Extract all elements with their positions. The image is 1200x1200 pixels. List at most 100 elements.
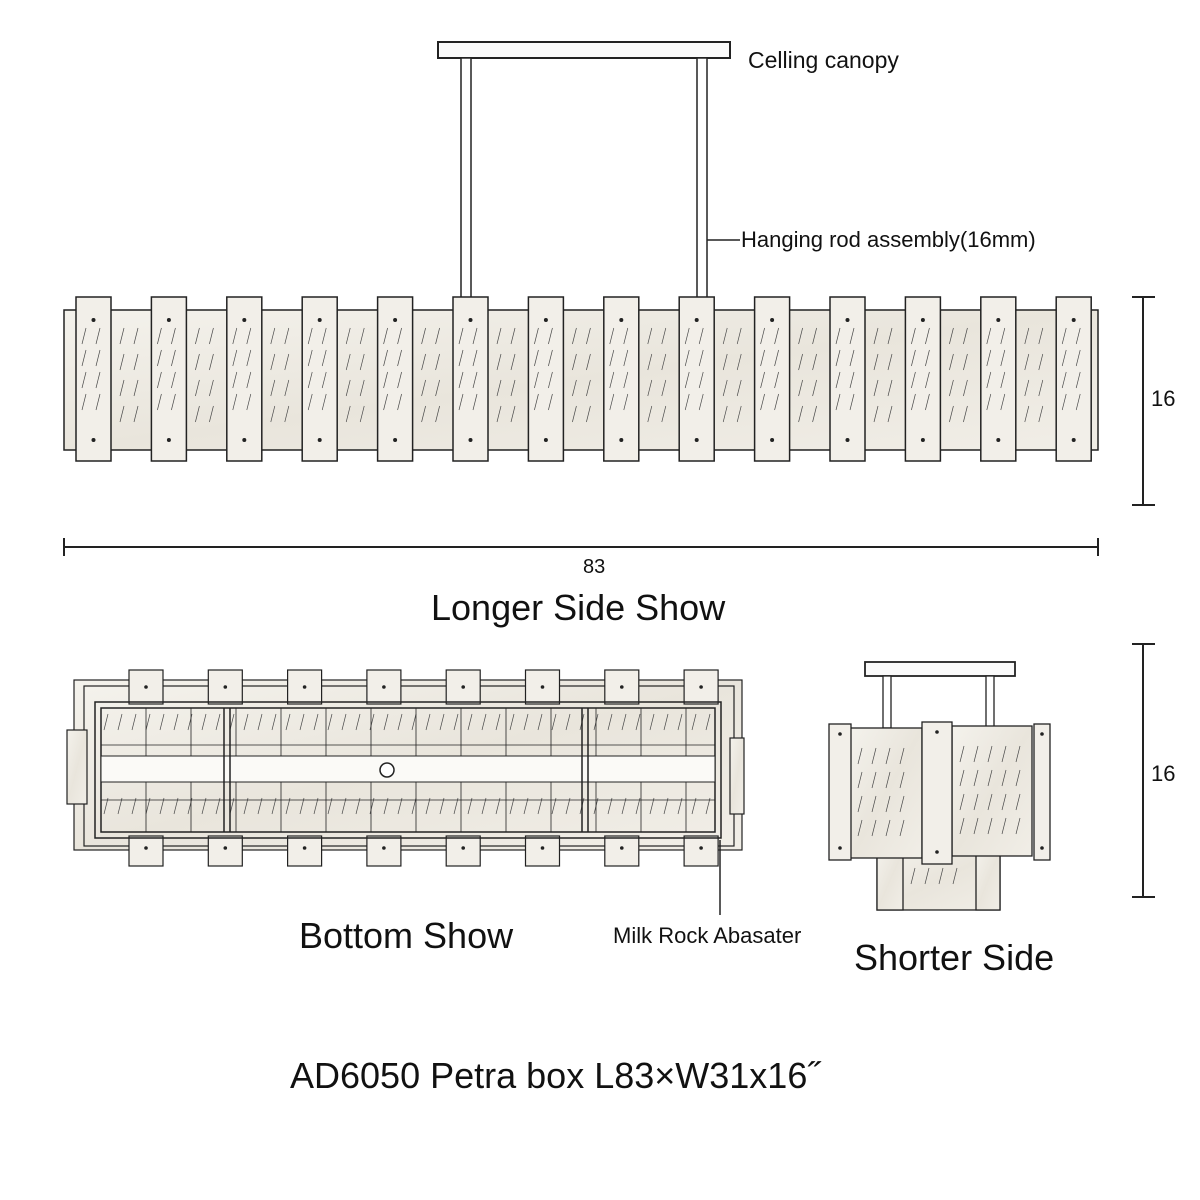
stone-vein [565, 713, 571, 731]
stone-vein [1024, 327, 1030, 345]
stone-slat-short [921, 721, 953, 865]
stone-vein [911, 371, 916, 389]
stone-vein [857, 795, 863, 813]
stone-vein [119, 405, 125, 423]
length-dimension [63, 538, 1099, 556]
stone-vein [81, 349, 87, 367]
stone-vein [232, 371, 238, 389]
ceiling-canopy-short [864, 661, 1016, 677]
stone-vein [873, 379, 879, 397]
stone-vein [835, 371, 841, 389]
stone-vein [911, 349, 916, 367]
stone-vein [1038, 327, 1044, 345]
stone-vein [871, 771, 877, 789]
stone-vein [103, 713, 109, 731]
stone-vein [341, 713, 347, 731]
stone-vein [684, 327, 690, 345]
stone-vein [246, 393, 252, 411]
stone-vein [271, 797, 277, 815]
stone-vein [1061, 327, 1067, 345]
stone-slat-top [683, 669, 719, 705]
stone-vein [1061, 349, 1067, 367]
stone-vein [321, 327, 327, 345]
stone-vein [987, 769, 993, 787]
stone-vein [873, 353, 879, 371]
stone-vein [885, 795, 891, 813]
stone-vein [534, 327, 539, 345]
stone-vein [722, 405, 728, 423]
longer-side-view [63, 41, 1155, 556]
stone-slat [904, 296, 968, 462]
stone-vein [131, 797, 137, 815]
stone-vein [691, 797, 697, 815]
stone-vein [103, 797, 109, 815]
stone-slat-top [128, 669, 164, 705]
stone-vein [133, 405, 139, 423]
stone-vein [133, 379, 139, 397]
stone-vein [472, 327, 478, 345]
stone-vein [534, 393, 539, 411]
stone-vein [691, 713, 697, 731]
stone-vein [299, 797, 305, 815]
stone-vein [949, 405, 954, 423]
stone-vein [959, 769, 965, 787]
center-hanger-point [379, 762, 395, 778]
stone-vein [609, 327, 615, 345]
stone-vein [986, 371, 992, 389]
stone-vein [510, 379, 516, 397]
stone-slat [980, 296, 1044, 462]
stone-vein [548, 349, 553, 367]
stone-vein [586, 405, 591, 423]
stone-slat-bottom [604, 835, 640, 867]
stone-vein [1015, 793, 1021, 811]
stone-vein [959, 745, 965, 763]
stone-vein [171, 327, 176, 345]
label-height-long: 16 [1151, 386, 1176, 411]
stone-vein [145, 797, 151, 815]
stone-vein [425, 797, 431, 815]
stone-vein [246, 371, 252, 389]
stone-panel-left [849, 727, 923, 859]
stone-vein [949, 379, 954, 397]
stone-vein [812, 405, 817, 423]
stone-vein [495, 713, 501, 731]
stone-vein [899, 747, 905, 765]
stone-vein [548, 327, 553, 345]
stone-vein [435, 353, 440, 371]
stone-vein [345, 379, 351, 397]
stone-body-long [63, 309, 1099, 451]
stone-vein [421, 353, 426, 371]
stone-vein [910, 867, 916, 885]
stone-vein [472, 349, 478, 367]
stone-vein [849, 371, 855, 389]
stone-vein [952, 867, 958, 885]
stone-vein [774, 327, 779, 345]
stone-vein [383, 349, 388, 367]
stone-vein [359, 379, 365, 397]
stone-vein [159, 713, 165, 731]
stone-vein [586, 327, 591, 345]
stone-edge-right [729, 737, 745, 815]
stone-slat-top [604, 669, 640, 705]
stone-vein [397, 371, 402, 389]
stone-vein [987, 817, 993, 835]
stone-vein [987, 793, 993, 811]
stone-slat-short [1033, 723, 1051, 861]
stone-vein [270, 379, 276, 397]
stone-vein [458, 393, 464, 411]
stone-vein [284, 405, 290, 423]
stone-vein [925, 393, 930, 411]
stone-vein [496, 327, 502, 345]
stone-vein [774, 393, 779, 411]
stone-vein [201, 797, 207, 815]
stone-vein [798, 405, 803, 423]
stone-slat-bottom [366, 835, 402, 867]
stone-vein [1015, 745, 1021, 763]
stone-vein [1001, 793, 1007, 811]
stone-vein [81, 393, 87, 411]
stone-slat [829, 296, 893, 462]
stone-vein [647, 353, 653, 371]
stone-vein [873, 327, 879, 345]
stone-vein [887, 405, 893, 423]
stone-slat [452, 296, 516, 462]
